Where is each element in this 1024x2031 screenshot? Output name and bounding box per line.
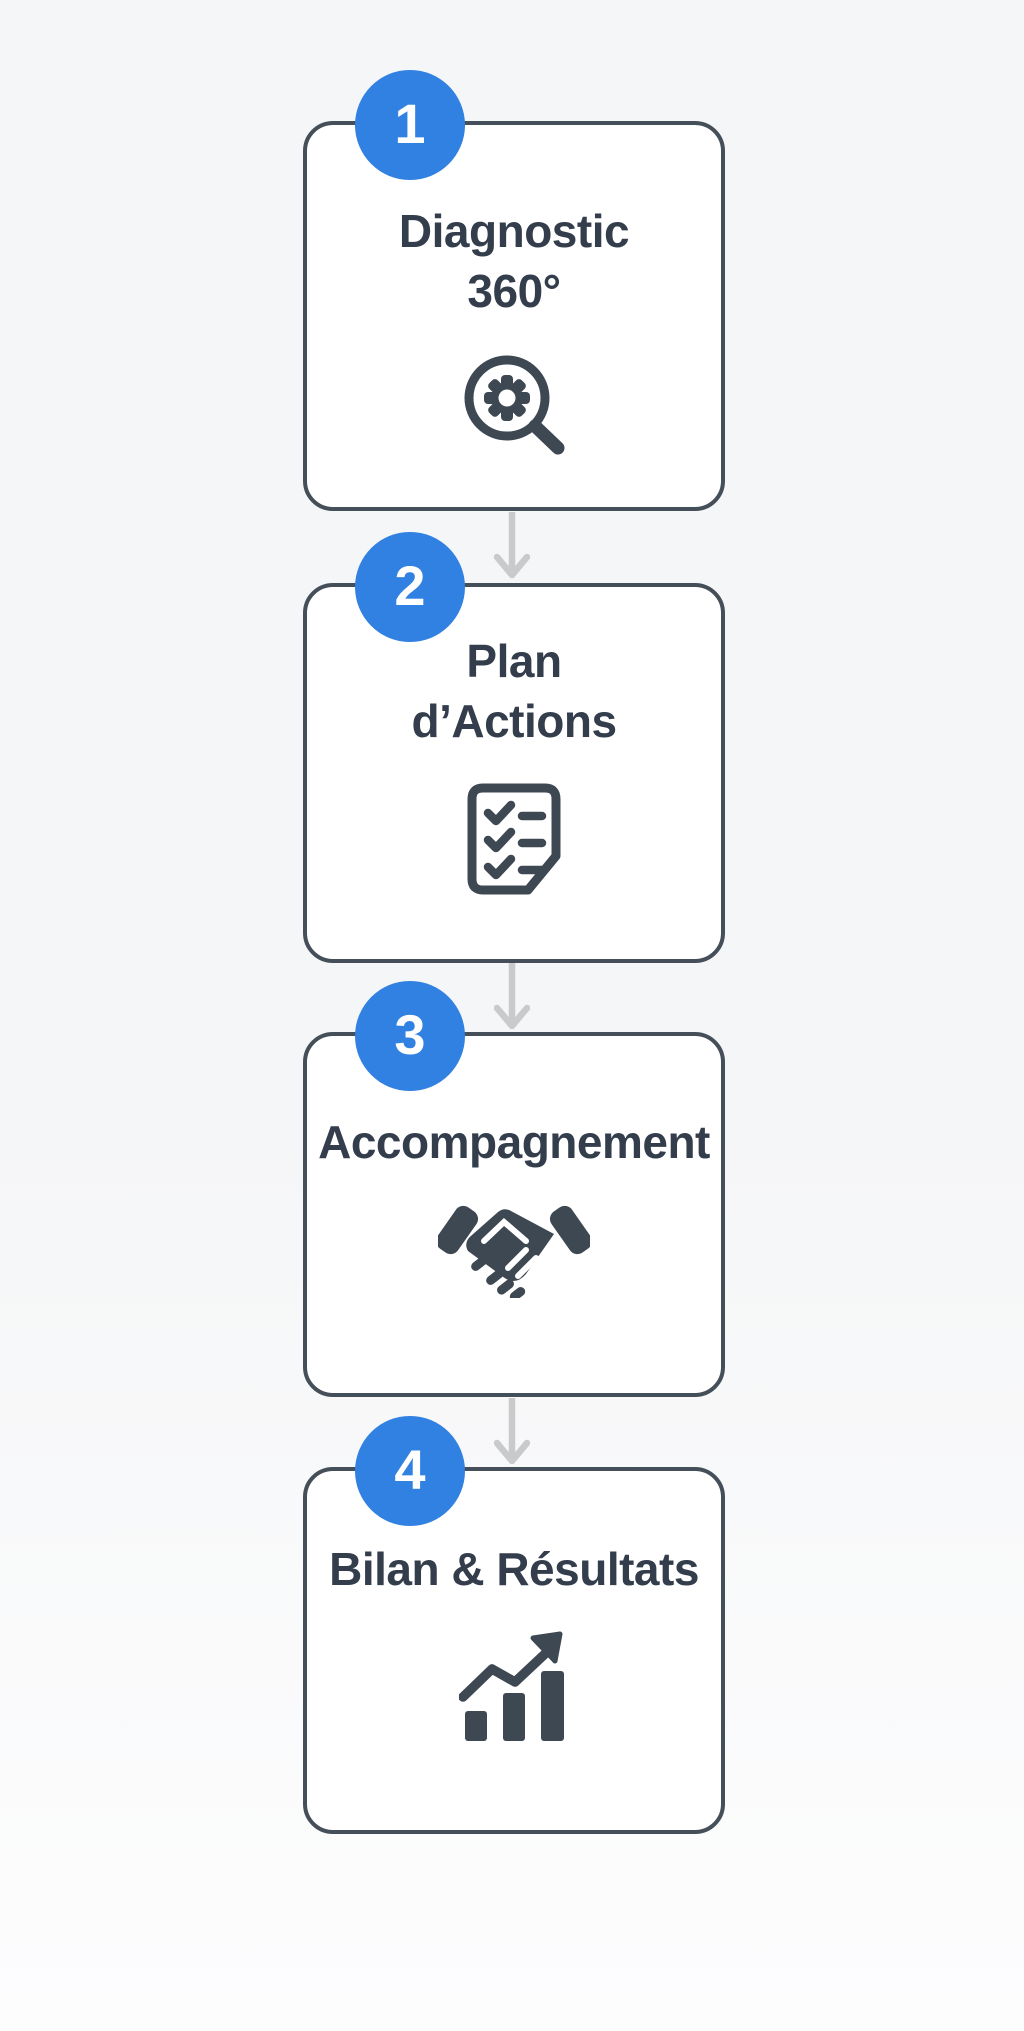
step-card-1: 1 Diagnostic 360°: [303, 70, 725, 511]
step-card-3: 3 Accompagnement: [303, 981, 725, 1397]
bar-chart-growth-icon: [458, 1631, 569, 1743]
magnifier-gear-icon: [462, 353, 566, 457]
step-number-badge: 4: [355, 1416, 465, 1526]
step-title: Diagnostic 360°: [398, 205, 630, 317]
step-title: Accompagnement: [318, 1116, 710, 1168]
step-number: 1: [394, 92, 426, 155]
checklist-icon: [467, 783, 561, 895]
step-number-badge: 3: [355, 981, 465, 1091]
step-number: 2: [394, 554, 426, 617]
step-title: Bilan & Résultats: [329, 1543, 699, 1595]
step-card-4: 4 Bilan & Résultats: [303, 1416, 725, 1834]
handshake-icon: [435, 1204, 593, 1301]
step-number-badge: 1: [355, 70, 465, 180]
step-card-2: 2 Plan d’Actions: [303, 532, 725, 963]
step-number: 4: [394, 1438, 426, 1501]
step-number: 3: [394, 1003, 426, 1066]
down-arrow-icon: [494, 1397, 530, 1467]
step-number-badge: 2: [355, 532, 465, 642]
down-arrow-icon: [494, 962, 530, 1032]
step-title: Plan d’Actions: [411, 635, 617, 747]
down-arrow-icon: [494, 511, 530, 581]
